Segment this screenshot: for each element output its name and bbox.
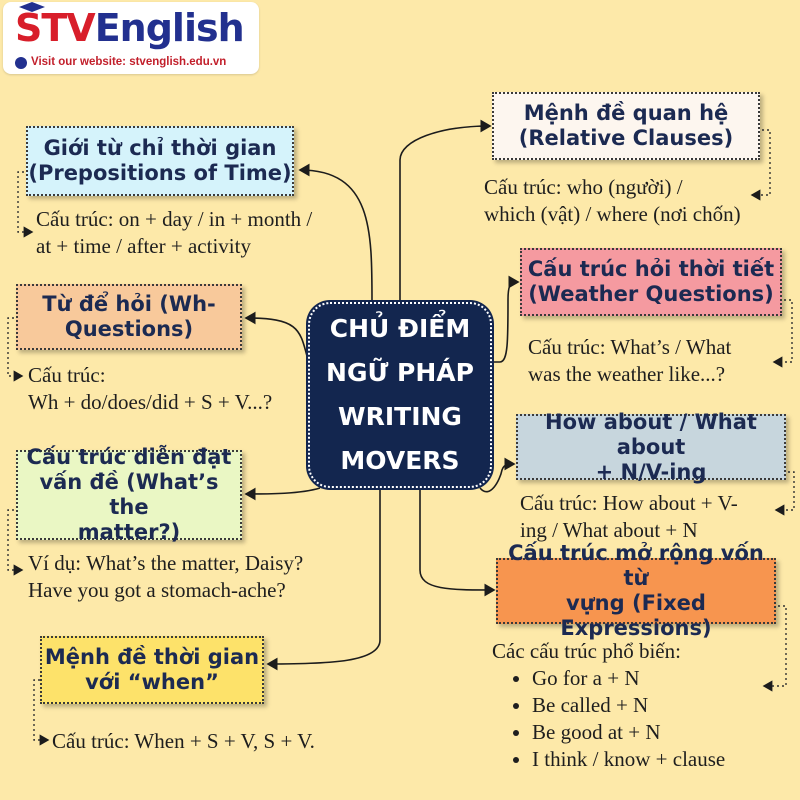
node-title-line: vấn đề (What’s the — [39, 470, 219, 519]
center-line-3: WRITING — [338, 402, 462, 431]
node-how-about: How about / What about + N/V-ing — [516, 410, 786, 484]
list-item: I think / know + clause — [532, 746, 725, 773]
description-line: at + time / after + activity — [36, 234, 251, 258]
line-to-weather — [492, 275, 520, 363]
description-line: Cấu trúc: What’s / What — [528, 335, 732, 359]
graduation-cap-icon — [19, 2, 45, 12]
line-to-relative — [399, 119, 492, 302]
node-wh-questions: Từ để hỏi (Wh- Questions) — [16, 284, 242, 350]
node-description: Ví dụ: What’s the matter, Daisy? Have yo… — [28, 550, 303, 604]
node-prepositions-of-time: Giới từ chỉ thời gian (Prepositions of T… — [26, 126, 294, 196]
node-title-line: + N/V-ing — [595, 459, 707, 484]
website-label: Visit our website: stvenglish.edu.vn — [31, 56, 227, 68]
description-line: Have you got a stomach-ache? — [28, 578, 286, 602]
description-line: Cấu trúc: How about + V- — [520, 491, 738, 515]
node-title-line: Questions) — [64, 317, 194, 341]
node-weather-questions: Cấu trúc hỏi thời tiết (Weather Question… — [520, 248, 782, 316]
logo: STVEnglish Visit our website: stvenglish… — [3, 2, 259, 74]
node-title-line: (Relative Clauses) — [518, 126, 734, 150]
node-title-line: How about / What about — [545, 409, 757, 459]
brand-name: STVEnglish — [15, 6, 245, 50]
brand-stv: STV — [15, 6, 96, 50]
center-line-4: MOVERS — [340, 446, 460, 475]
node-time-clause-when: Mệnh đề thời gian với “when” — [40, 636, 264, 704]
globe-icon — [15, 57, 27, 69]
node-title-line: matter?) — [77, 520, 181, 544]
description-line: which (vật) / where (nơi chốn) — [484, 202, 741, 226]
brand-english: English — [94, 6, 245, 50]
description-line: Ví dụ: What’s the matter, Daisy? — [28, 551, 304, 575]
node-description: Cấu trúc: who (người) / which (vật) / wh… — [484, 174, 741, 228]
node-title-line: Mệnh đề quan hệ — [523, 101, 729, 125]
line-to-howabout — [479, 457, 516, 493]
node-description: Cấu trúc: How about + V- ing / What abou… — [520, 490, 738, 544]
node-fixed-expressions: Cấu trúc mở rộng vốn từ vựng (Fixed Expr… — [496, 541, 776, 640]
description-line: was the weather like...? — [528, 362, 726, 386]
node-description: Cấu trúc: What’s / What was the weather … — [528, 334, 731, 388]
list-item: Be called + N — [532, 692, 725, 719]
expression-list: Go for a + N Be called + N Be good at + … — [492, 665, 725, 773]
line-to-matter — [244, 487, 321, 501]
center-line-1: CHỦ ĐIỂM — [329, 314, 471, 343]
node-whats-the-matter: Cấu trúc diễn đạt vấn đề (What’s the mat… — [16, 445, 242, 544]
node-description: Cấu trúc: When + S + V, S + V. — [52, 728, 315, 755]
description-line: ing / What about + N — [520, 518, 698, 542]
node-relative-clauses: Mệnh đề quan hệ (Relative Clauses) — [492, 92, 760, 160]
description-line: Cấu trúc: who (người) / — [484, 175, 683, 199]
description-line: Wh + do/does/did + S + V...? — [28, 390, 273, 414]
node-title-line: Mệnh đề thời gian — [44, 645, 260, 669]
line-to-prepositions — [298, 163, 373, 303]
line-to-fixed — [419, 488, 496, 597]
list-item: Go for a + N — [532, 665, 725, 692]
central-topic: CHỦ ĐIỂM NGỮ PHÁP WRITING MOVERS — [308, 302, 492, 488]
line-to-when — [266, 488, 381, 671]
node-title-line: Từ để hỏi (Wh- — [42, 292, 216, 316]
node-title-line: Cấu trúc hỏi thời tiết — [527, 257, 775, 281]
node-title-line: Cấu trúc diễn đạt — [26, 445, 232, 469]
node-title-line: (Weather Questions) — [528, 282, 774, 306]
list-item: Be good at + N — [532, 719, 725, 746]
node-description: Cấu trúc: Wh + do/does/did + S + V...? — [28, 362, 272, 416]
node-title-line: Cấu trúc mở rộng vốn từ — [508, 541, 764, 590]
node-description: Cấu trúc: on + day / in + month / at + t… — [36, 206, 312, 260]
description-line: Cấu trúc: When + S + V, S + V. — [52, 729, 315, 753]
description-line: Cấu trúc: — [28, 363, 106, 387]
node-title-line: Giới từ chỉ thời gian — [43, 136, 277, 160]
node-title-line: vựng (Fixed Expressions) — [560, 591, 712, 640]
node-title-line: (Prepositions of Time) — [28, 161, 292, 185]
node-title-line: với “when” — [85, 670, 219, 694]
center-line-2: NGỮ PHÁP — [326, 358, 474, 387]
line-to-wh — [244, 311, 309, 361]
node-description: Các cấu trúc phổ biến: Go for a + N Be c… — [492, 638, 725, 773]
description-line: Cấu trúc: on + day / in + month / — [36, 207, 313, 231]
description-line: Các cấu trúc phổ biến: — [492, 639, 681, 663]
